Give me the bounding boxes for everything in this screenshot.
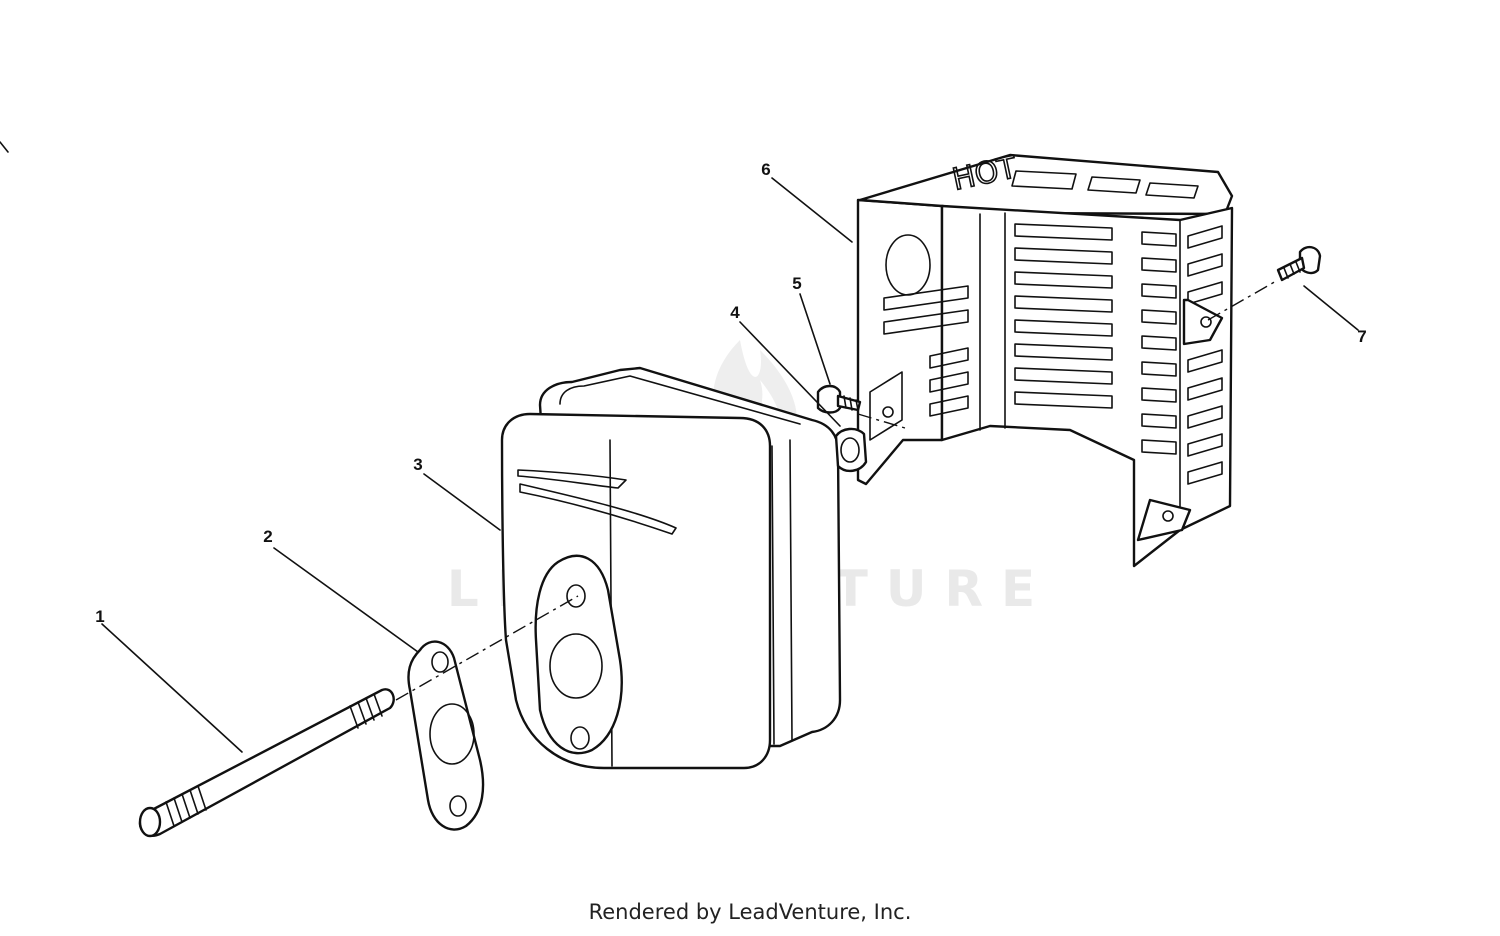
assembly-axis-screw-5 (857, 413, 906, 429)
screw-7 (1276, 245, 1322, 282)
gasket (407, 640, 485, 831)
screw-5 (816, 384, 862, 414)
assembly-axis-stud (395, 595, 579, 701)
callout-5: 5 (792, 274, 801, 293)
edge-mark (0, 141, 9, 153)
stud (138, 688, 395, 838)
assembly-axis-screw-7 (1207, 279, 1279, 321)
callout-2: 2 (263, 527, 272, 546)
callout-3: 3 (413, 455, 422, 474)
muffler (500, 366, 842, 770)
heat-shield: HOT (856, 149, 1234, 568)
callout-6: 6 (761, 160, 770, 179)
render-credit: Rendered by LeadVenture, Inc. (588, 900, 912, 924)
callout-1: 1 (95, 607, 104, 626)
leader-lines (101, 177, 1359, 753)
nut (834, 427, 868, 473)
callout-4: 4 (730, 303, 740, 322)
callout-7: 7 (1357, 327, 1366, 346)
